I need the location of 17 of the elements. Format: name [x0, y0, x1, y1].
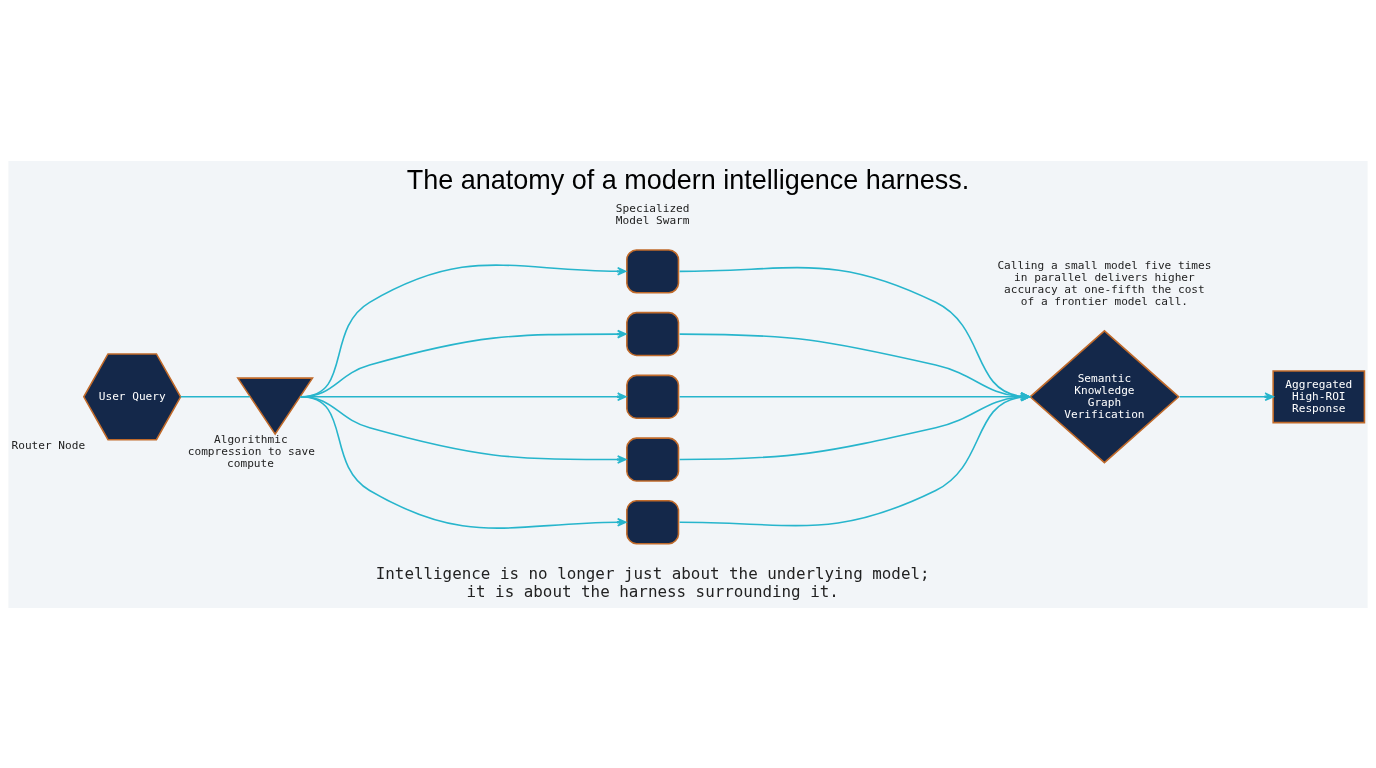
node-label: Algorithmic compression to save compute: [187, 432, 315, 470]
label: Specialized Model Swarm: [615, 201, 690, 227]
caption: Intelligence is no longer just about the underlying model; it is about the harness surrounding it.: [375, 563, 930, 601]
node-box: Aggregated High-ROI Response: [1272, 369, 1366, 423]
node-chip: [626, 436, 680, 482]
node-chip: [626, 311, 680, 356]
diagram-title: The anatomy of a modern intelligence harness.: [406, 164, 970, 195]
node-chip: [626, 499, 680, 544]
node-diamond: Semantic Knowledge Graph Verification: [1029, 329, 1180, 464]
node-hourglass: [236, 376, 314, 436]
node-chip: [626, 248, 680, 294]
node-chip: [626, 374, 680, 419]
node-label: Router Node: [11, 438, 86, 452]
label: Calling a small model five times in parallel delivers higher accuracy at one-fifth the cost of a frontier model call.: [997, 258, 1212, 308]
arrow: [299, 395, 627, 529]
connector: [179, 395, 251, 398]
arrow: [1179, 391, 1274, 401]
